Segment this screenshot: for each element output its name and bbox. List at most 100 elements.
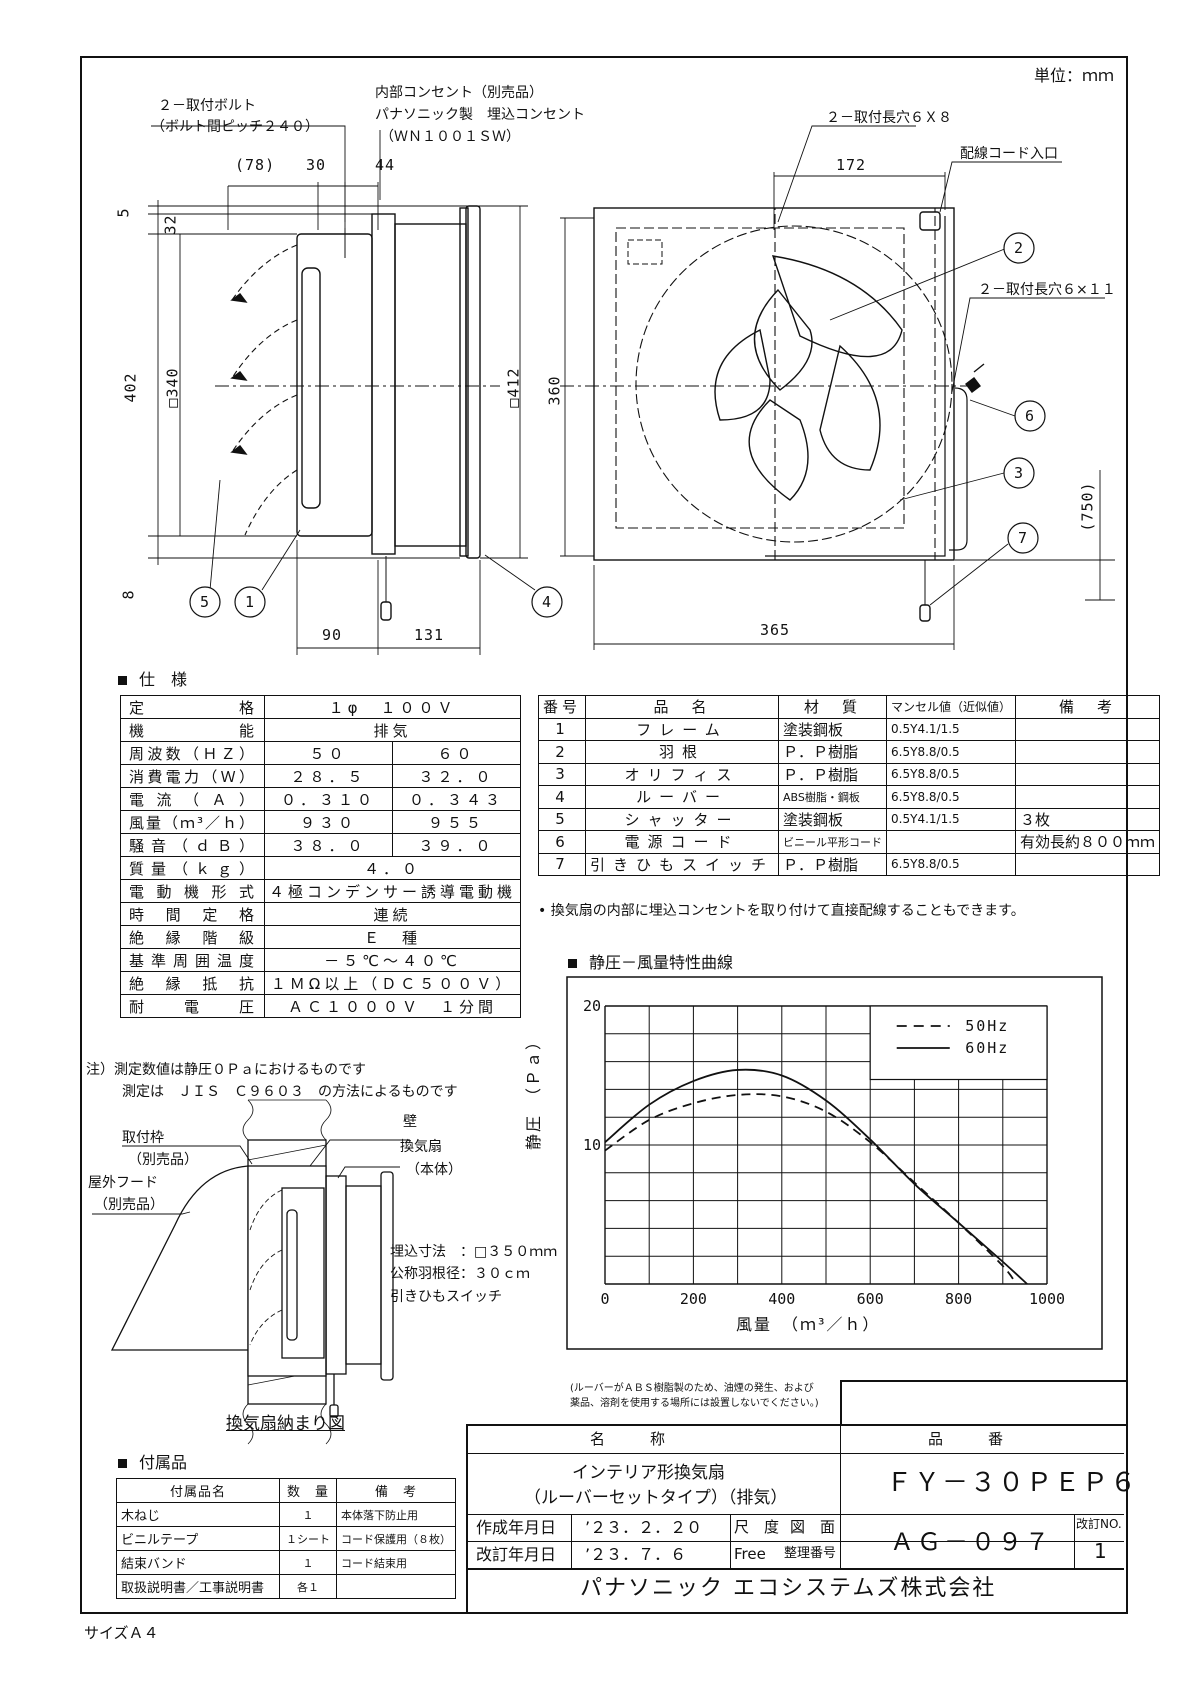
chart-legend-box: [869, 1005, 1048, 1081]
acc-cell-remark: 本体落下防止用: [336, 1502, 456, 1527]
cord-entry-callout: 配線コード入口: [960, 146, 1058, 162]
paper-size: サイズＡ４: [84, 1624, 159, 1642]
acc-cell-name: 取扱説明書／工事説明書: [115, 1574, 281, 1599]
revision-label: 改訂NO.: [1076, 1517, 1122, 1531]
product-name-1: インテリア形換気扇: [572, 1463, 725, 1483]
acc-cell-name: 結束バンド: [115, 1550, 281, 1575]
spec-value: ５０: [264, 741, 394, 765]
tb-line-3: [466, 1541, 1124, 1542]
spec-note-2: 測定は ＪＩＳ Ｃ９６０３ の方法によるものです: [122, 1084, 458, 1100]
install-frame-callout-1: 取付枠: [122, 1130, 164, 1146]
y-tick-label: 20: [583, 997, 601, 1015]
parts-cell-no: 7: [537, 852, 587, 876]
install-spec-3: 引きひもスイッチ: [390, 1289, 502, 1305]
louver-note-1: (ルーバーがＡＢＳ樹脂製のため、油煙の発生、および: [570, 1383, 814, 1394]
y-tick-label: 10: [583, 1136, 601, 1154]
outlet-callout-line3: （ＷＮ１００１ＳＷ）: [380, 129, 520, 145]
spec-label: 質量（ｋｇ）: [119, 856, 266, 880]
parts-cell-material: 塗装鋼板: [778, 717, 888, 741]
dim-365: 365: [760, 621, 791, 639]
louver-note-2: 薬品、溶剤を使用する場所には設置しないでください。): [570, 1398, 819, 1409]
parts-cell-remark: [1015, 852, 1161, 876]
tb-line-4: [466, 1568, 1124, 1570]
install-spec-2: 公称羽根径：３０ｃｍ: [390, 1266, 530, 1282]
acc-cell-qty: 各１: [279, 1574, 337, 1599]
x-tick-label: 800: [945, 1290, 972, 1308]
spec-note-1: 注）測定数値は静圧０Ｐａにおけるものです: [86, 1062, 366, 1078]
acc-col-remark: 備 考: [336, 1478, 456, 1503]
created-date: ’２３．２．２０: [585, 1518, 703, 1537]
acc-cell-remark: コード保護用（８枚）: [336, 1526, 456, 1551]
tb-vline-main: [840, 1424, 841, 1568]
scale-value: Free: [734, 1545, 766, 1563]
side-slot-callout: ２－取付長穴６×１１: [978, 282, 1116, 298]
name-header: 名 称: [590, 1430, 666, 1448]
tb-vline-c: [1074, 1514, 1075, 1568]
balloon-3: [1003, 457, 1035, 489]
parts-col-remark: 備 考: [1015, 695, 1161, 719]
balloon-1: [234, 586, 266, 618]
parts-cell-munsell: 6.5Y8.8/0.5: [886, 785, 1017, 809]
legend-label-50hz: 50Hz: [965, 1017, 1009, 1035]
balloon-2: [1003, 232, 1035, 264]
tb-vline-a: [571, 1514, 572, 1568]
parts-cell-munsell: 0.5Y4.1/1.5: [886, 807, 1017, 831]
bolt-callout-line2: （ボルト間ピッチ２４０）: [151, 119, 319, 135]
series-60hz-line: [604, 1068, 1028, 1285]
spec-value: ６０: [392, 741, 522, 765]
acc-col-qty: 数 量: [279, 1478, 337, 1503]
spec-label: 機能: [119, 718, 266, 742]
acc-cell-remark: コード結束用: [336, 1550, 456, 1575]
install-fan-callout-2: （本体）: [406, 1162, 462, 1178]
chart-border: [566, 976, 1103, 1350]
spec-value: ３９．０: [392, 833, 522, 857]
tb-line-5: [840, 1514, 1124, 1515]
spec-row: 質量（ｋｇ）４．０: [119, 856, 522, 880]
revised-label: 改訂年月日: [476, 1545, 557, 1564]
balloon-5: [189, 586, 221, 618]
acc-cell-qty: １シート: [279, 1526, 337, 1551]
balloon-4: [531, 586, 563, 618]
dim-131: 131: [414, 626, 445, 644]
scale-label: 尺 度: [734, 1518, 780, 1536]
spec-heading: 仕 様: [118, 672, 187, 688]
balloon-1-label: 1: [245, 593, 256, 611]
spec-value: ４．０: [264, 856, 522, 880]
parts-cell-name: オリフィス: [585, 762, 780, 786]
balloon-6-label: 6: [1025, 407, 1036, 425]
parts-cell-name: 引きひもスイッチ: [585, 852, 780, 876]
acc-cell-qty: １: [279, 1550, 337, 1575]
chart-xlabel: 風量 （ｍ³／ｈ）: [736, 1315, 881, 1334]
tb-line-1: [466, 1453, 1124, 1454]
drawing-label: 図 面: [790, 1518, 836, 1536]
spec-label: 耐電圧: [119, 994, 266, 1018]
spec-value: ９３０: [264, 810, 394, 834]
parts-cell-munsell: 6.5Y8.8/0.5: [886, 852, 1017, 876]
balloon-7: [1007, 522, 1039, 554]
spec-label: 時間定格: [119, 902, 266, 926]
spec-value: ＡＣ１０００Ｖ １分間: [264, 994, 522, 1018]
product-name-2: （ルーバーセットタイプ）（排気）: [524, 1488, 788, 1508]
spec-value: １ＭΩ以上（ＤＣ５００Ｖ）: [264, 971, 522, 995]
title-block-upper-box: [840, 1380, 1126, 1426]
spec-row: 機能排気: [119, 718, 522, 742]
balloon-7-label: 7: [1018, 529, 1029, 547]
parts-cell-name: 電源コード: [585, 830, 780, 854]
balloon-markers: [189, 232, 1046, 618]
dim-30: 30: [306, 156, 327, 174]
parts-note: • 換気扇の内部に埋込コンセントを取り付けて直接配線することもできます。: [538, 903, 1025, 919]
parts-cell-material: ビニール平形コード: [778, 830, 888, 854]
accessories-row: 取扱説明書／工事説明書各１: [115, 1574, 456, 1599]
product-no-header: 品 番: [928, 1430, 1004, 1448]
bolt-callout-line1: ２－取付ボルト: [158, 98, 256, 114]
title-block: [466, 1424, 1126, 1612]
